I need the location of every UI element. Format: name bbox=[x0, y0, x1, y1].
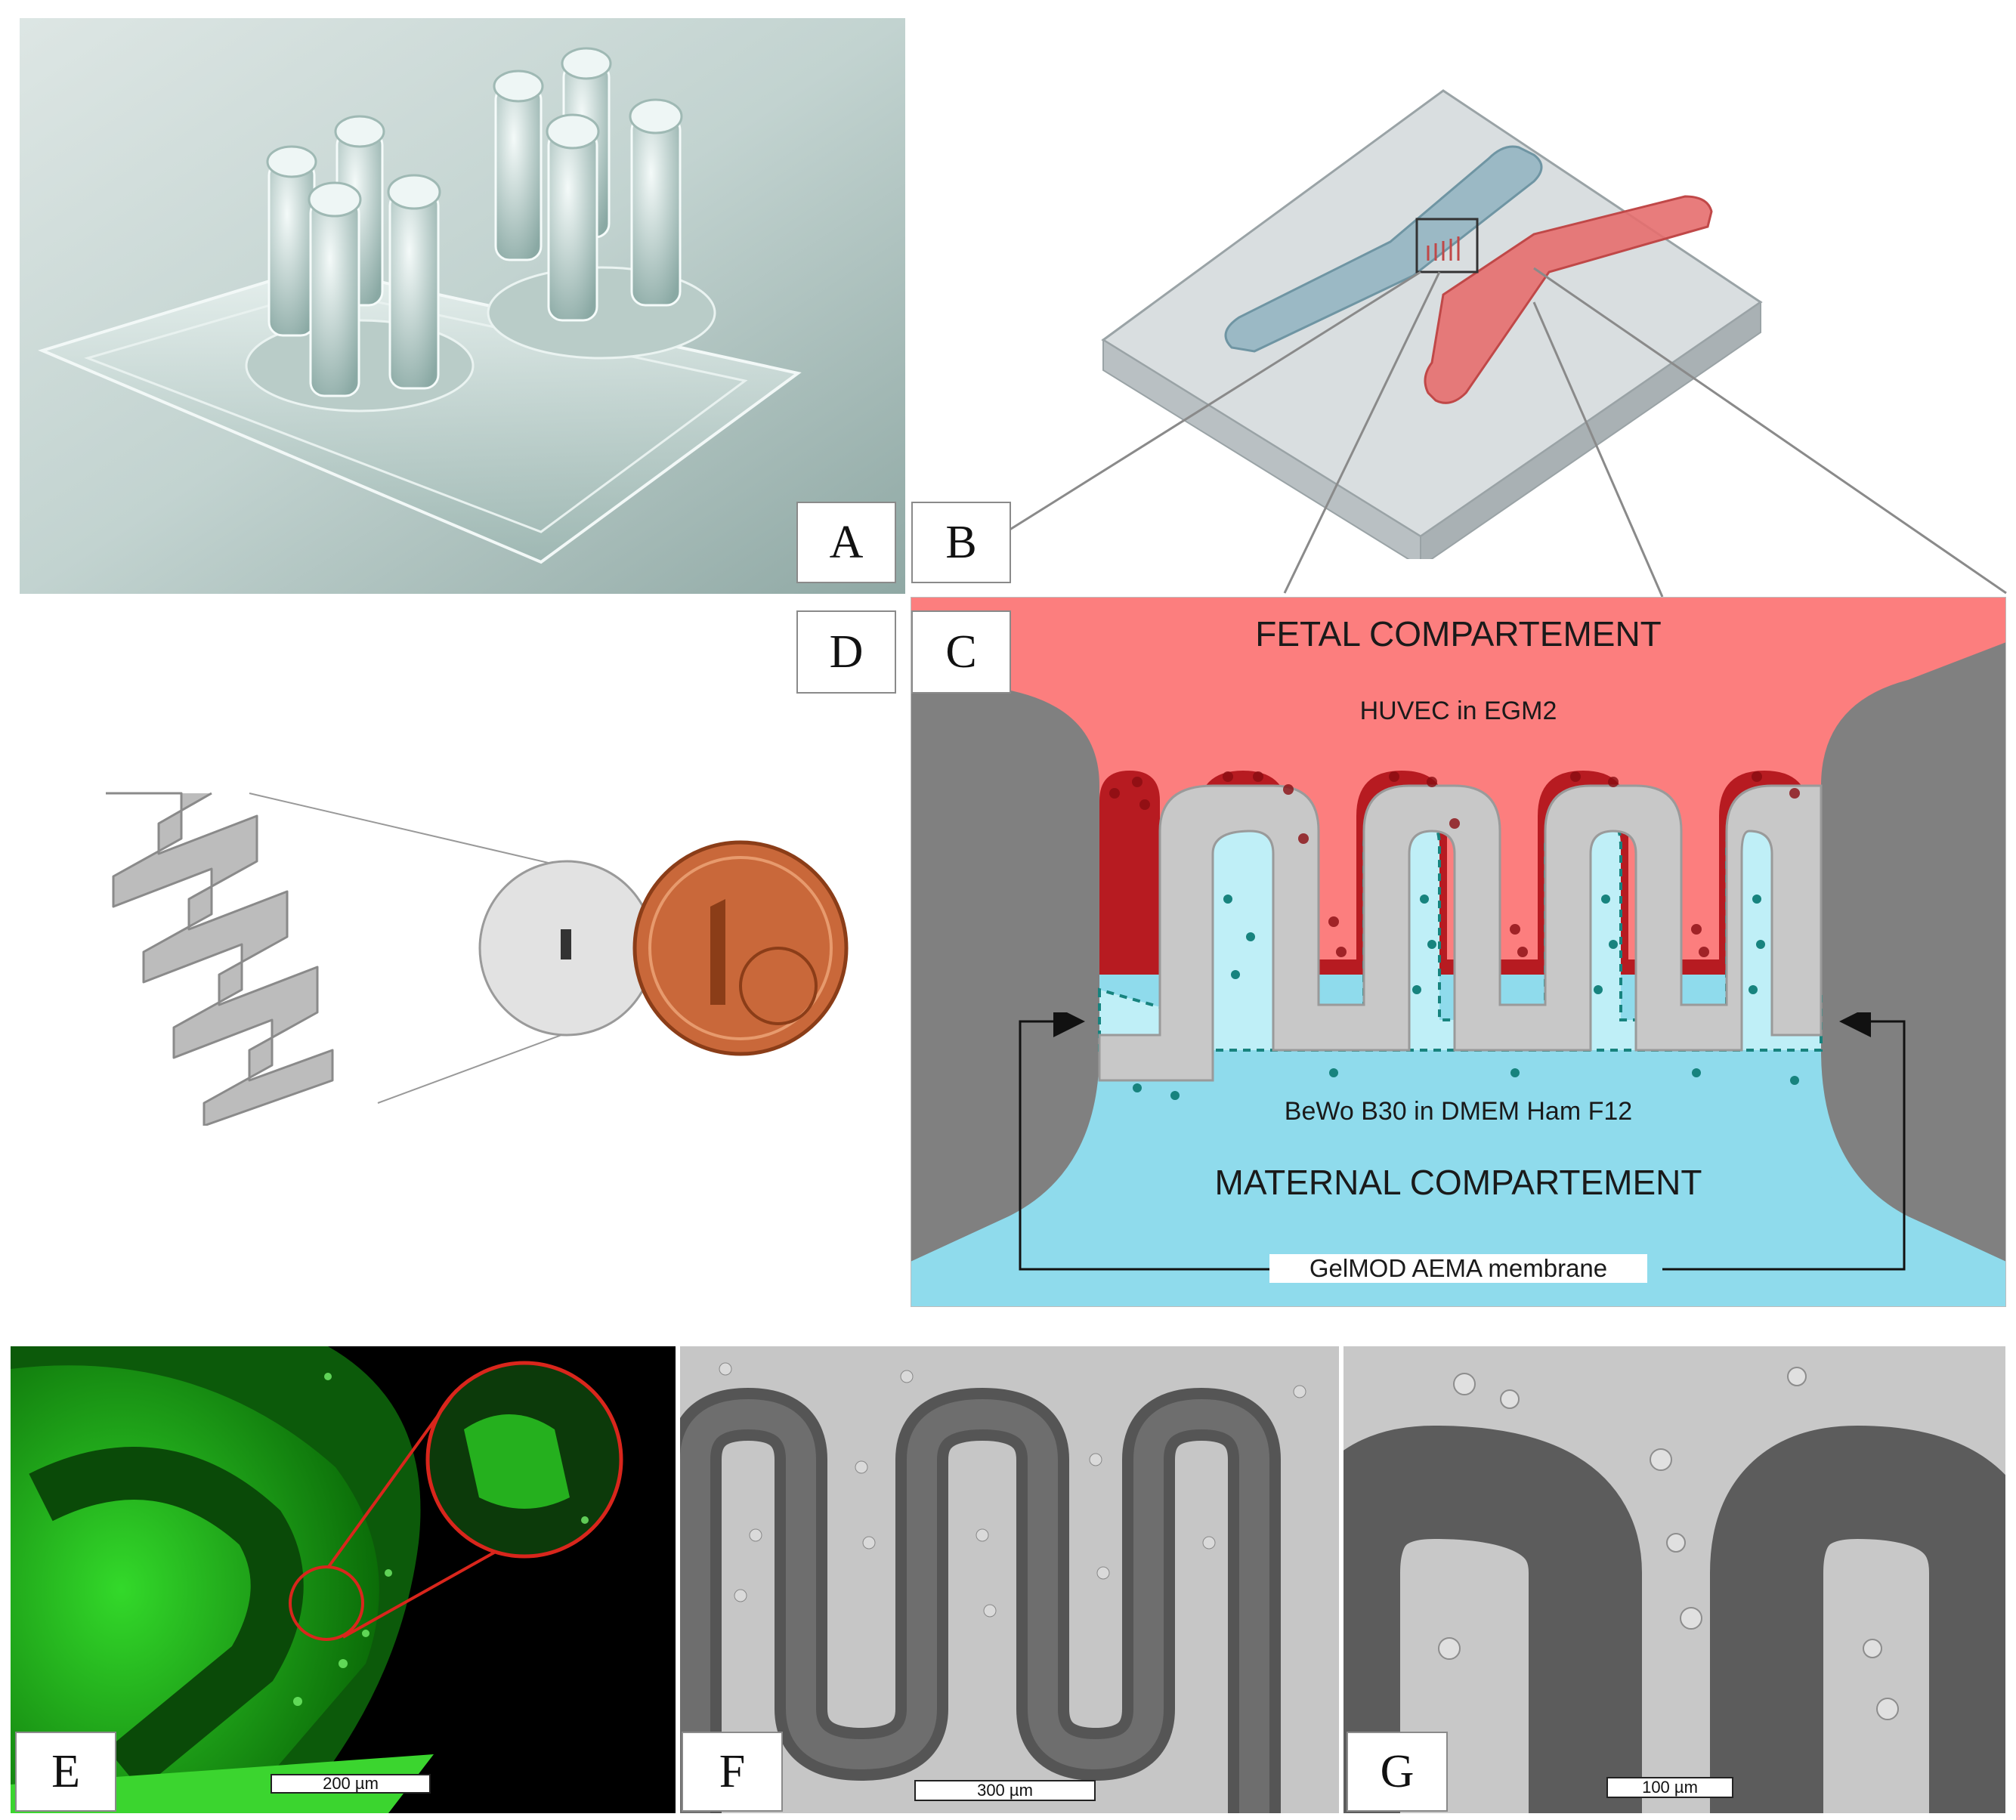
panel-f-label: F bbox=[682, 1732, 783, 1812]
panel-a-label: A bbox=[796, 502, 896, 583]
scalebar-f: 300 µm bbox=[914, 1780, 1096, 1801]
panel-e-label: E bbox=[15, 1732, 116, 1812]
fetal-compartment-title: FETAL COMPARTEMENT bbox=[1194, 613, 1723, 654]
panel-g-label: G bbox=[1347, 1732, 1448, 1812]
meander-model bbox=[106, 793, 332, 1126]
fetal-cells-label: HUVEC in EGM2 bbox=[1307, 697, 1609, 726]
membrane-label: GelMOD AEMA membrane bbox=[1269, 1254, 1647, 1283]
membrane-arrows bbox=[1013, 1012, 1919, 1284]
one-cent-coin bbox=[635, 842, 846, 1054]
maternal-cells-label: BeWo B30 in DMEM Ham F12 bbox=[1209, 1097, 1708, 1126]
panel-b-label: B bbox=[911, 502, 1011, 583]
scalebar-e: 200 µm bbox=[271, 1774, 431, 1794]
panel-c-label: C bbox=[911, 610, 1011, 694]
scalebar-g: 100 µm bbox=[1606, 1777, 1733, 1798]
maternal-compartment-title: MATERNAL COMPARTEMENT bbox=[1149, 1162, 1768, 1203]
panel-d-illustration bbox=[60, 778, 877, 1126]
panel-d-label: D bbox=[796, 610, 896, 694]
